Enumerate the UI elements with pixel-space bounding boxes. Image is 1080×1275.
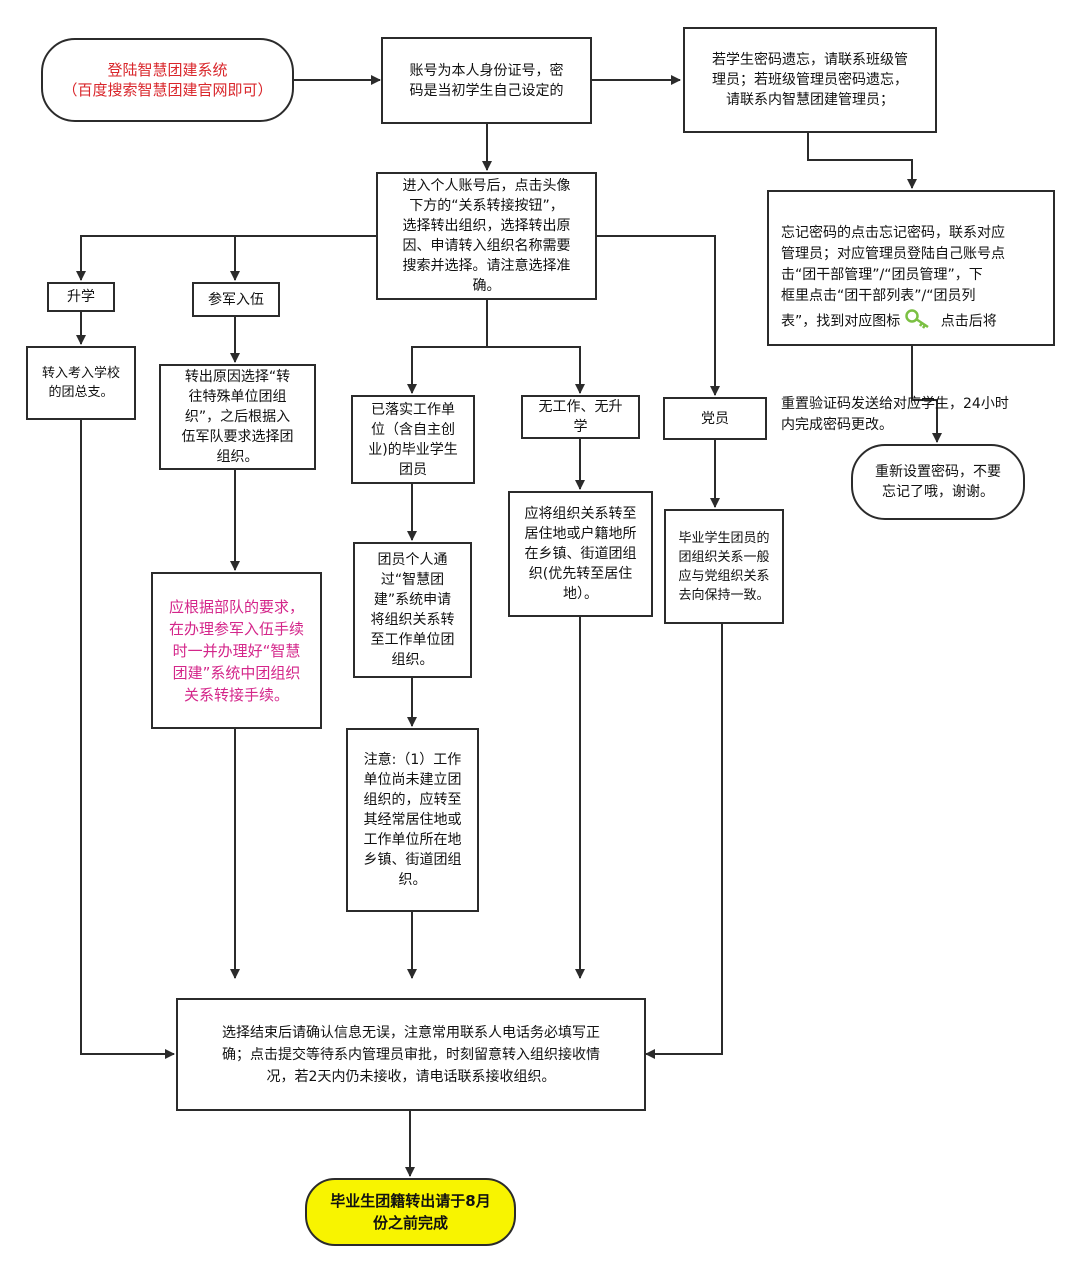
party-member-detail-node: 毕业学生团员的 团组织关系一般 应与党组织关系 去向保持一致。 [664,509,784,624]
deadline-node: 毕业生团籍转出请于8月 份之前完成 [305,1178,516,1246]
reset-done-node: 重新设置密码，不要 忘记了哦，谢谢。 [851,444,1025,520]
enlist-note-node: 应根据部队的要求， 在办理参军入伍手续 时一并办理好“智慧 团建”系统中团组织 … [151,572,322,729]
arrow-enter-to-party-member [597,235,720,396]
password-reset-text-2: 点击后将 [940,313,997,330]
party-member-node: 党员 [663,397,767,440]
further-study-detail-node: 转入考入学校 的团总支。 [26,346,136,420]
login-node: 登陆智慧团建系统 （百度搜索智慧团建官网即可） [41,38,294,122]
password-reset-text-1: 忘记密码的点击忘记密码，联系对应 管理员；对应管理员登陆自己账号点 击“团干部管… [781,225,1005,330]
arrow-forgot-to-password-reset [807,133,917,189]
enlist-node: 参军入伍 [192,282,280,317]
key-icon [904,307,932,336]
arrow-enter-to-unemployed [487,346,585,394]
unemployed-node: 无工作、无升 学 [521,395,640,439]
employed-node: 已落实工作单 位（含自主创 业)的毕业学生 团员 [351,395,475,484]
confirm-node: 选择结束后请确认信息无误，注意常用联系人电话务必填写正 确；点击提交等待系内管理… [176,998,646,1111]
arrow-party-member-detail-to-confirm [645,624,723,1059]
forgot-password-node: 若学生密码遗忘，请联系班级管 理员；若班级管理员密码遗忘， 请联系内智慧团建管理… [683,27,937,133]
arrow-further-study-to-confirm [80,420,175,1059]
employed-note-node: 注意:（1）工作 单位尚未建立团 组织的，应转至 其经常居住地或 工作单位所在地… [346,728,479,912]
enter-account-node: 进入个人账号后，点击头像 下方的“关系转接按钮”， 选择转出组织，选择转出原 因… [376,172,597,300]
arrow-enter-to-further-study [76,235,376,281]
password-reset-node: 忘记密码的点击忘记密码，联系对应 管理员；对应管理员登陆自己账号点 击“团干部管… [767,190,1055,433]
employed-step-node: 团员个人通 过“智慧团 建”系统申请 将组织关系转 至工作单位团 组织。 [353,542,472,678]
password-reset-text-3: 重置验证码发送给对应学生，24小时 内完成密码更改。 [781,396,1009,433]
unemployed-detail-node: 应将组织关系转至 居住地或户籍地所 在乡镇、街道团组 织(优先转至居住 地）。 [508,491,653,617]
arrow-password-reset-to-done [911,346,942,443]
further-study-node: 升学 [47,282,115,312]
enlist-detail-node: 转出原因选择“转 往特殊单位团组 织”，之后根据入 伍军队要求选择团 组织。 [159,364,316,470]
account-node: 账号为本人身份证号，密 码是当初学生自己设定的 [381,37,592,124]
arrow-enter-to-employed [407,346,487,394]
